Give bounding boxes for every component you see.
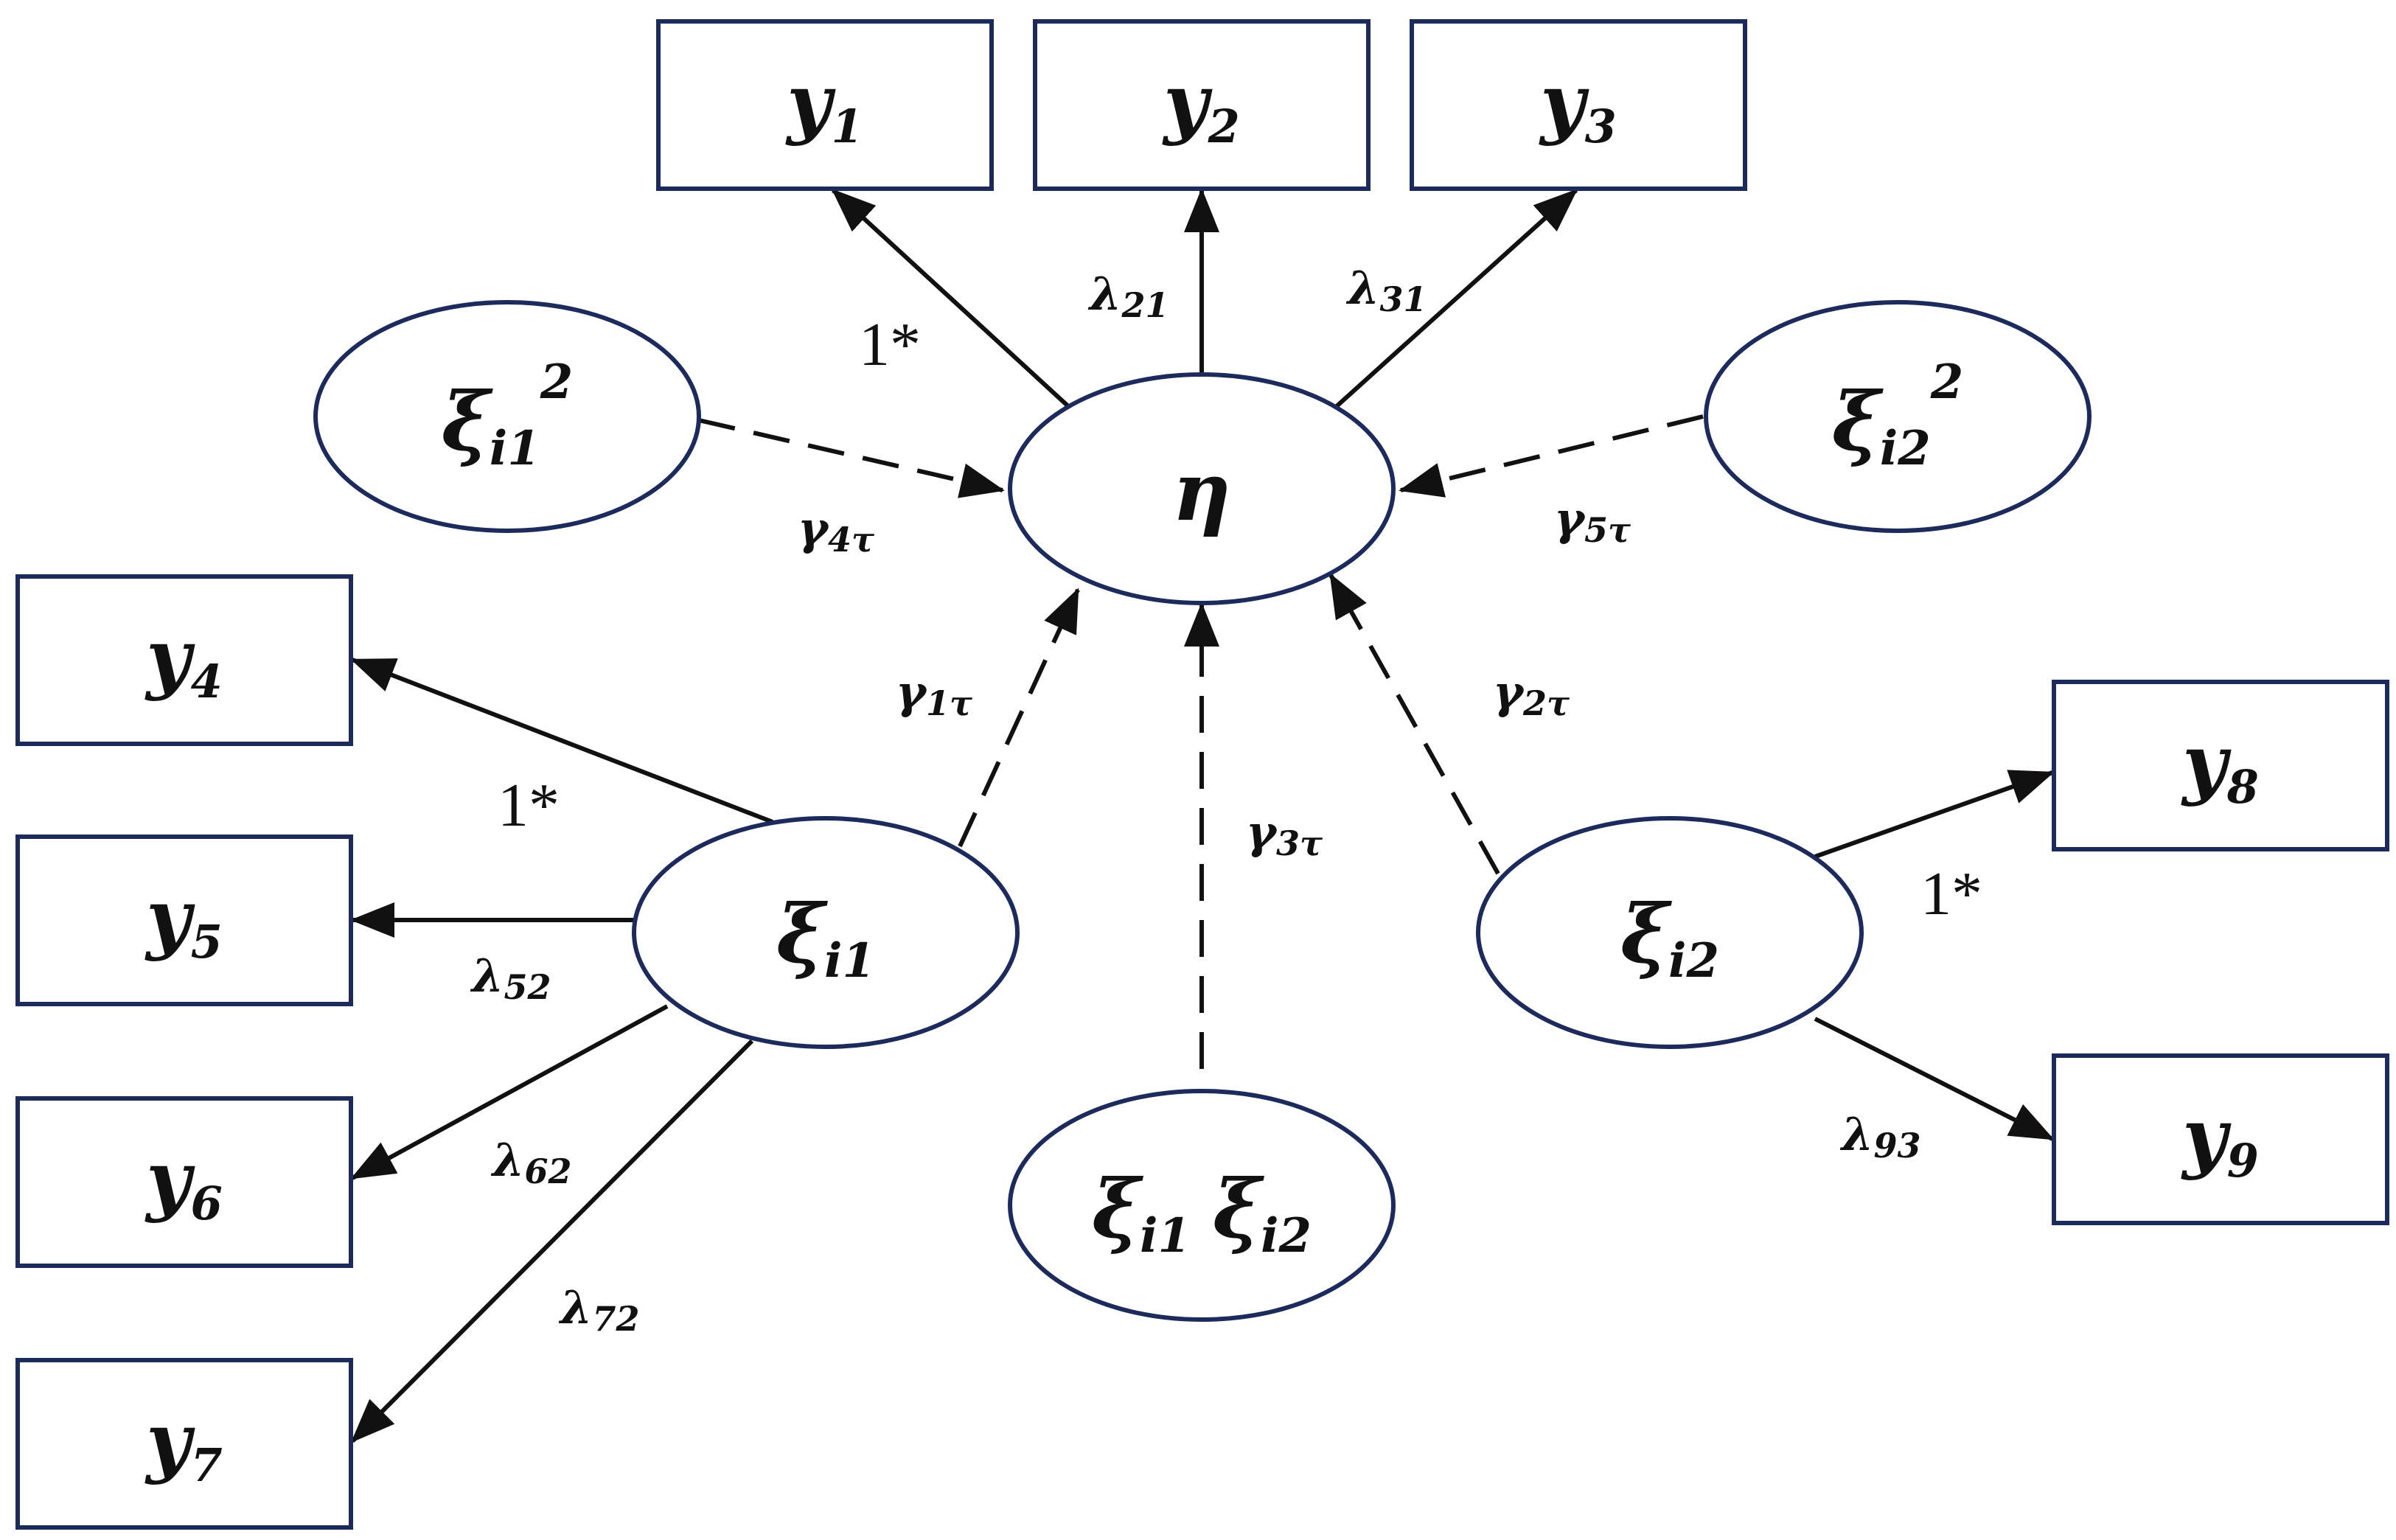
node-xi2: ξi2 (1476, 816, 1864, 1049)
node-y8: y8 (2052, 680, 2389, 851)
svg-text:y2: y2 (1162, 57, 1240, 153)
label-eta-y3: λ31 (1345, 261, 1427, 319)
node-y7: y7 (15, 1358, 353, 1530)
node-y6: y6 (15, 1096, 353, 1268)
edge-eta-y1 (831, 188, 1071, 409)
node-xi1: ξi1 (632, 816, 1020, 1049)
edge-xi2-y9 (1814, 1017, 2055, 1141)
svg-text:y9: y9 (2181, 1091, 2259, 1188)
label-xi1-y7: λ72 (558, 1281, 640, 1339)
node-eta: η (1008, 372, 1396, 605)
edge-eta-y3 (1334, 188, 1578, 409)
label-xi1-y4: 1* (498, 771, 560, 840)
node-xi1-squared: ξi12 (313, 300, 701, 533)
svg-text:ξi12: ξi12 (442, 355, 574, 476)
svg-text:ξi1: ξi1 (776, 886, 875, 989)
edge-xi1-y7 (350, 1039, 754, 1443)
edge-xi2-y8 (1814, 770, 2055, 859)
node-y3: y3 (1410, 19, 1747, 191)
node-y4: y4 (15, 574, 353, 746)
svg-text:y1: y1 (785, 57, 863, 153)
edge-xi2-eta (1328, 573, 1500, 875)
label-xi1-y6: λ62 (490, 1133, 572, 1191)
svg-text:y5: y5 (144, 872, 223, 969)
edge-xi1-eta (958, 588, 1080, 848)
svg-text:y4: y4 (144, 612, 223, 708)
label-xi1-eta: γ1τ (896, 665, 972, 723)
label-xi1sq-eta: γ4τ (798, 501, 874, 560)
svg-text:y7: y7 (144, 1396, 223, 1492)
node-y5: y5 (15, 835, 353, 1006)
svg-text:y8: y8 (2181, 717, 2259, 814)
edge-xi1sq-eta (698, 418, 1005, 498)
edge-xi2sq-eta (1399, 414, 1704, 498)
edge-xi1-y6 (350, 1004, 669, 1180)
edge-xi1-y4 (350, 658, 774, 824)
svg-text:y3: y3 (1539, 57, 1617, 153)
label-xi1xi2-eta: γ3τ (1246, 805, 1323, 863)
label-eta-y1: 1* (859, 310, 921, 379)
label-eta-y2: λ21 (1087, 267, 1169, 325)
node-xi2-squared: ξi22 (1704, 300, 2092, 533)
label-xi2-y9: λ93 (1839, 1107, 1921, 1166)
label-xi2-y8: 1* (1920, 860, 1982, 928)
svg-text:y6: y6 (144, 1134, 223, 1230)
label-xi2-eta: γ2τ (1493, 665, 1570, 723)
node-y9: y9 (2052, 1053, 2389, 1225)
label-xi2sq-eta: γ5τ (1554, 492, 1631, 550)
svg-text:ξi2: ξi2 (1620, 886, 1719, 989)
svg-text:ξi22: ξi22 (1832, 355, 1964, 476)
node-y2: y2 (1033, 19, 1371, 191)
label-xi1-y5: λ52 (470, 949, 551, 1007)
node-y1: y1 (656, 19, 994, 191)
svg-text:η: η (1172, 444, 1231, 539)
